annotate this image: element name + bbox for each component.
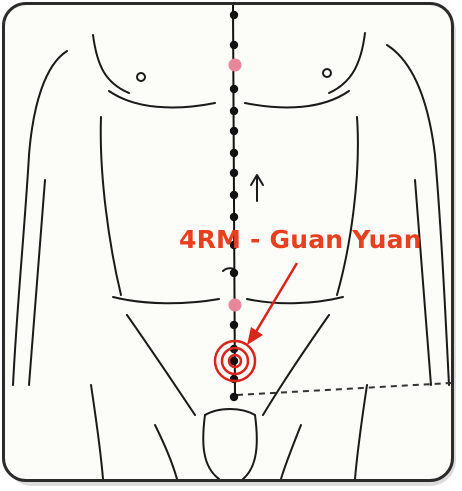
- genital-outline: [203, 415, 257, 479]
- left-shoulder-line: [13, 51, 67, 385]
- right-thigh-line: [355, 385, 367, 479]
- meridian-point: [230, 393, 238, 401]
- meridian-point: [230, 41, 238, 49]
- meridian-point-highlight: [229, 299, 242, 312]
- left-groin-line: [127, 315, 195, 415]
- meridian-point: [230, 149, 238, 157]
- right-arm-inner: [415, 180, 431, 385]
- torso-outline: [13, 33, 449, 479]
- left-chest-contour: [93, 35, 129, 93]
- left-pelvis-line: [113, 297, 219, 303]
- meridian-point-highlight: [229, 59, 242, 72]
- meridian-point: [230, 107, 238, 115]
- meridian-point: [230, 85, 238, 93]
- right-groin-line: [263, 315, 329, 415]
- acupoint-label: 4RM - Guan Yuan: [179, 227, 422, 252]
- right-pectoral-line: [245, 91, 349, 107]
- pointer-arrow-head: [247, 327, 263, 345]
- left-nipple: [137, 73, 145, 81]
- meridian-point: [230, 213, 238, 221]
- meridian-point: [230, 269, 238, 277]
- genital-base: [205, 409, 255, 415]
- left-arm-inner: [29, 180, 45, 385]
- dashed-guide-line: [237, 383, 451, 395]
- meridian-point: [230, 191, 238, 199]
- meridian-point: [230, 127, 238, 135]
- right-inner-thigh: [281, 425, 301, 479]
- left-thigh-line: [91, 385, 103, 479]
- right-side-line: [337, 117, 358, 295]
- meridian-point: [230, 11, 238, 19]
- left-pectoral-line: [109, 91, 215, 107]
- right-chest-contour: [329, 33, 365, 93]
- right-nipple: [323, 69, 331, 77]
- left-inner-thigh: [155, 425, 177, 479]
- direction-arrow: [251, 175, 263, 201]
- meridian-point: [230, 321, 238, 329]
- pointer-arrow-shaft: [254, 263, 297, 335]
- meridian-point: [230, 169, 238, 177]
- right-pelvis-line: [247, 297, 343, 303]
- left-side-line: [101, 117, 121, 295]
- figure-frame: 4RM - Guan Yuan: [2, 2, 454, 482]
